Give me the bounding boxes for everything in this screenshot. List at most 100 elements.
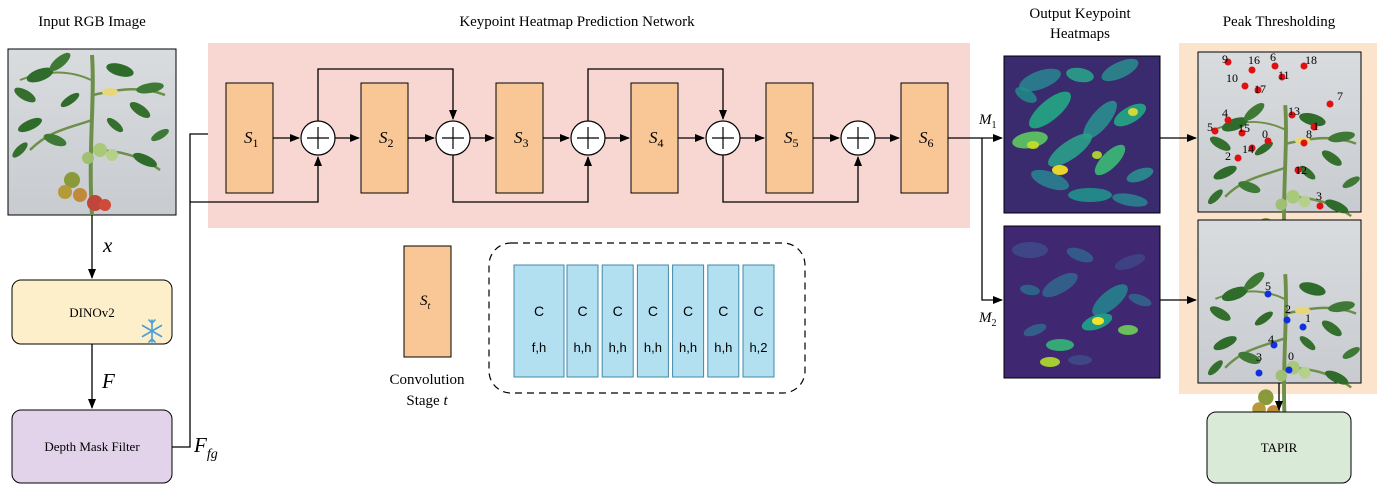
svg-text:13: 13 (1288, 104, 1300, 118)
svg-text:11: 11 (1278, 68, 1290, 82)
heatmap-m1-blob (1012, 131, 1048, 149)
heatmap-m1-blob (1027, 141, 1039, 149)
keypoint-red-6: 6 (1270, 50, 1279, 70)
conv-block-bottom-label: h,2 (749, 340, 767, 355)
conv-block-top-label: C (753, 303, 763, 319)
heatmap-m2-blob (1020, 284, 1040, 296)
depth-mask-filter-label: Depth Mask Filter (44, 439, 140, 454)
conv-block-bottom-label: h,h (644, 340, 662, 355)
keypoint-red-9: 9 (1222, 52, 1232, 66)
heatmap-m2-blob (1128, 293, 1152, 307)
dinov2-label: DINOv2 (69, 305, 115, 320)
heatmap-m1-blob (1112, 193, 1148, 207)
keypoint-red-17: 17 (1254, 82, 1266, 96)
svg-text:0: 0 (1262, 127, 1268, 141)
ffg-label: Ffg (193, 433, 218, 462)
keypoint-red-18: 18 (1300, 53, 1317, 70)
conv-block-top-label: C (683, 303, 693, 319)
svg-text:S6: S6 (919, 128, 934, 150)
svg-text:St: St (420, 293, 431, 312)
svg-text:2: 2 (1225, 149, 1231, 163)
svg-text:17: 17 (1254, 82, 1266, 96)
dinov2-block: DINOv2 (11, 279, 173, 345)
heatmaps-title-line2: Heatmaps (1050, 26, 1110, 42)
heatmap-m1-blob (1066, 67, 1094, 83)
m1-label: M1 (978, 112, 997, 131)
heatmap-m1-blob (1029, 91, 1071, 129)
heatmap-m2-blob (1040, 357, 1060, 367)
depth-mask-filter-block: Depth Mask Filter (11, 409, 173, 484)
conv-block-top-label: C (534, 303, 544, 319)
svg-text:16: 16 (1248, 53, 1260, 67)
input-title: Input RGB Image (38, 14, 146, 30)
plus-node-3 (570, 120, 606, 156)
heatmap-m1-blob (1126, 167, 1154, 183)
conv-block-bottom-label: h,h (609, 340, 627, 355)
keypoint-red-5: 5 (1207, 120, 1219, 135)
svg-text:S1: S1 (244, 128, 259, 150)
heatmap-m1-blob (1031, 169, 1069, 191)
tapir-label: TAPIR (1261, 440, 1298, 455)
plus-node-5 (840, 120, 876, 156)
svg-text:7: 7 (1337, 89, 1343, 103)
heatmap-m1-blob (1015, 87, 1037, 103)
svg-text:0: 0 (1288, 349, 1294, 363)
keypoint-red-3: 3 (1316, 189, 1324, 210)
heatmap-m1-blob (1128, 108, 1138, 116)
x-label: x (102, 233, 113, 257)
conv-stage-detail-box (488, 242, 806, 394)
conv-block-bottom-label: h,h (679, 340, 697, 355)
heatmaps-title-line1: Output Keypoint (1029, 6, 1131, 22)
svg-text:S4: S4 (649, 128, 664, 150)
keypoint-blue-0: 0 (1285, 349, 1294, 374)
heatmap-m1-blob (1019, 68, 1061, 92)
keypoint-blue-2: 2 (1283, 302, 1291, 324)
keypoint-red-4: 4 (1222, 106, 1232, 124)
keypoint-blue-3: 3 (1255, 350, 1263, 377)
svg-text:1: 1 (1305, 311, 1311, 325)
input-rgb-image (7, 48, 177, 216)
stage-s1: S1 (225, 82, 274, 194)
stage-s3: S3 (495, 82, 544, 194)
keypoint-red-16: 16 (1248, 53, 1260, 74)
svg-text:14: 14 (1242, 142, 1254, 156)
stage-s5: S5 (765, 82, 814, 194)
stage-s2: S2 (360, 82, 409, 194)
keypoint-blue-1: 1 (1299, 311, 1311, 331)
svg-text:S2: S2 (379, 128, 394, 150)
heatmap-m2-blob (1042, 272, 1078, 298)
legend-caption-line1: Convolution (389, 372, 465, 388)
network-title: Keypoint Heatmap Prediction Network (459, 14, 695, 30)
conv-block-top-label: C (648, 303, 658, 319)
conv-block-top-label: C (718, 303, 728, 319)
conv-block-bottom-label: h,h (573, 340, 591, 355)
tapir-block: TAPIR (1206, 411, 1352, 484)
conv-block-3: Ch,h (601, 264, 634, 378)
plus-node-1 (300, 120, 336, 156)
svg-text:8: 8 (1306, 127, 1312, 141)
keypoint-blue-4: 4 (1268, 332, 1278, 349)
conv-block-7: Ch,2 (742, 264, 775, 378)
svg-text:6: 6 (1270, 50, 1276, 64)
heatmap-m1-blob (1048, 133, 1092, 167)
plus-node-4 (705, 120, 741, 156)
stage-s6: S6 (900, 82, 949, 194)
keypoint-red-13: 13 (1288, 104, 1300, 119)
legend-caption-line2: Stage t (406, 393, 448, 409)
heatmap-m2-blob (1023, 323, 1047, 337)
svg-text:S3: S3 (514, 128, 529, 150)
keypoint-blue-5: 5 (1264, 279, 1272, 298)
svg-text:3: 3 (1316, 189, 1322, 203)
keypoint-red-2: 2 (1225, 149, 1242, 163)
conv-block-5: Ch,h (672, 264, 705, 378)
svg-text:15: 15 (1238, 121, 1250, 135)
heatmap-m2 (1003, 225, 1161, 379)
svg-text:3: 3 (1256, 350, 1262, 364)
keypoint-red-12: 12 (1294, 163, 1307, 177)
keypoint-red-0: 0 (1262, 127, 1272, 145)
legend-stage-block: St (403, 245, 452, 358)
svg-text:4: 4 (1268, 332, 1274, 346)
svg-text:5: 5 (1265, 279, 1271, 293)
